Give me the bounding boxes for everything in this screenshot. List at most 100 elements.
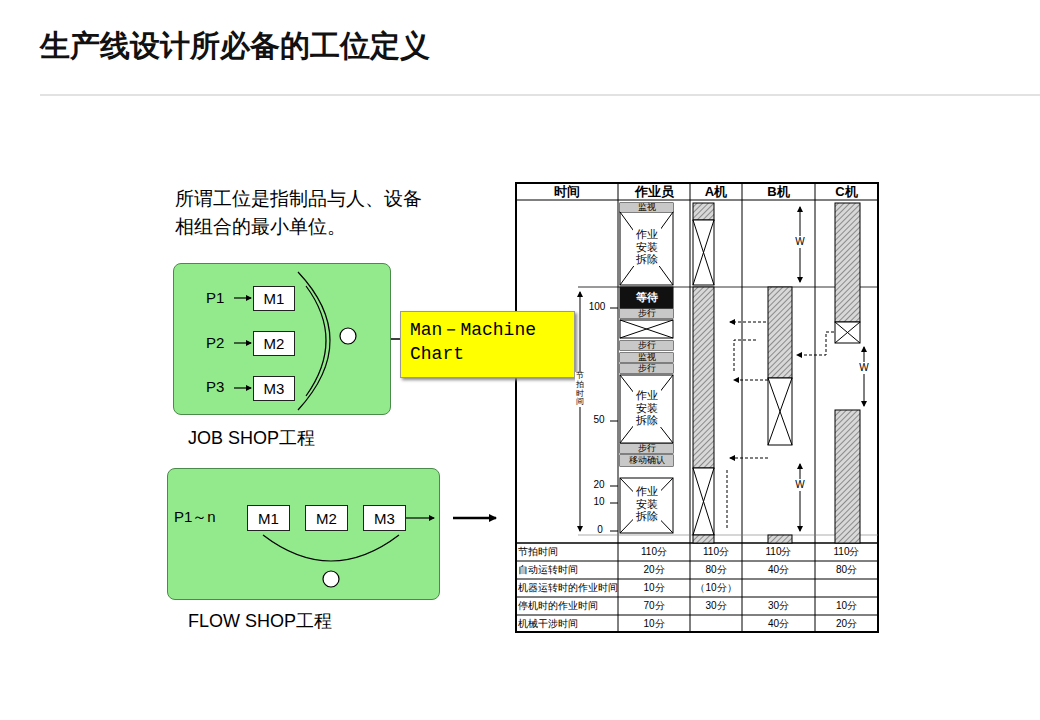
machine-label: M3 [264,380,285,397]
cross-line [620,375,673,443]
flow-to-chart-arrow [453,517,496,520]
machine-label: M3 [374,510,395,527]
table-row-head: 自动运转时间 [516,562,618,578]
table-cell: 80分 [815,562,878,578]
table-cell: 20分 [618,562,690,578]
table-row-head: 机器运转时的作业时间 [516,580,618,596]
svg-line [864,347,865,406]
svg-line [234,387,251,388]
table-cell: 70分 [618,598,690,614]
chart-bar [620,455,673,466]
chart-bar [620,444,673,453]
svg-line [610,503,618,504]
chart-bar [620,375,673,443]
work-block-text: 作业 安装 拆除 [633,228,661,266]
column-header: 时间 [516,184,618,200]
cross-line [693,220,714,285]
machine-box: M3 [253,376,295,401]
time-tick: 20 [589,479,609,491]
table-cell: 80分 [690,562,742,578]
table-cell: （10分） [690,580,742,596]
activity-band: 步行 [620,364,673,373]
svg-line [406,517,434,518]
chart-bar [693,220,714,285]
svg-line [516,597,878,598]
cross-line [620,212,673,285]
chart-bar [835,410,860,543]
chart-bar [620,287,673,308]
svg-line [516,615,878,616]
job-shop-panel: JOB SHOP工程M1M2M3 [173,263,391,415]
table-cell: 20分 [815,616,878,632]
activity-band: 步行 [620,341,673,350]
table-cell: 30分 [690,598,742,614]
svg-line [580,292,581,531]
chart-bar [620,320,673,338]
table-cell: 10分 [618,616,690,632]
svg-path [734,380,768,381]
time-tick: 100 [585,301,609,313]
span-label: W [794,236,806,248]
table-cell: 40分 [742,616,815,632]
cross-line [693,468,714,535]
svg-line [610,421,618,422]
work-block-text: 作业 安装 拆除 [633,485,661,523]
callout-box: Man－Machine Chart [400,311,575,378]
part-label: P1～n [174,508,234,526]
svg-line [610,486,618,487]
part-label: P1 [206,289,234,307]
machine-box: M1 [247,505,290,531]
intro-note: 所谓工位是指制品与人、设备相组合的最小单位。 [175,185,430,240]
machine-label: M1 [258,510,279,527]
chart-bar [693,468,714,535]
chart-bar [693,535,714,543]
cross-line [693,468,714,535]
svg-line [516,200,878,201]
svg-line [516,561,878,562]
cross-line [835,322,860,343]
chart-frame [516,183,878,632]
connector [391,338,400,340]
time-tick: 10 [589,496,609,508]
chart-bar [620,309,673,318]
activity-band: 步行 [620,309,673,318]
flow-shop-panel: FLOW SHOP工程M1M2M3 [167,468,440,600]
cross-line [620,212,673,285]
page-title: 生产线设计所必备的工位定义 [40,26,430,67]
chart-bar [835,322,860,343]
svg-line [800,464,801,531]
machine-box: M1 [253,286,295,311]
work-block-text: 作业 安装 拆除 [633,389,661,427]
machine-label: M2 [316,510,337,527]
svg-path [730,458,768,459]
transfer-arrows [727,322,834,528]
part-label: P2 [206,334,234,352]
table-row-head: 停机时的作业时间 [516,598,618,614]
cross-line [620,320,673,338]
chart-bar [768,287,792,378]
svg-path [797,332,834,355]
svg-line [815,183,816,632]
svg-path [730,322,766,323]
column-header: 作业员 [618,184,690,200]
svg-line [234,297,251,298]
column-header: C机 [815,184,878,200]
activity-band: 移动确认 [620,455,673,466]
svg-path [298,272,330,410]
machine-box: M3 [363,505,406,531]
table-cell: 110分 [742,544,815,560]
svg-rect [516,183,878,632]
cross-line [620,478,673,533]
chart-bar [620,353,673,362]
panel-heading: JOB SHOP工程 [188,426,315,450]
svg-line [610,308,618,309]
chart-bar [620,341,673,350]
span-label: W [794,479,806,491]
svg-path [306,286,326,396]
wait-band: 等待 [620,287,673,308]
svg-circle [340,328,356,344]
machine-label: M2 [264,335,285,352]
activity-band: 监视 [620,353,673,362]
cross-line [620,320,673,338]
